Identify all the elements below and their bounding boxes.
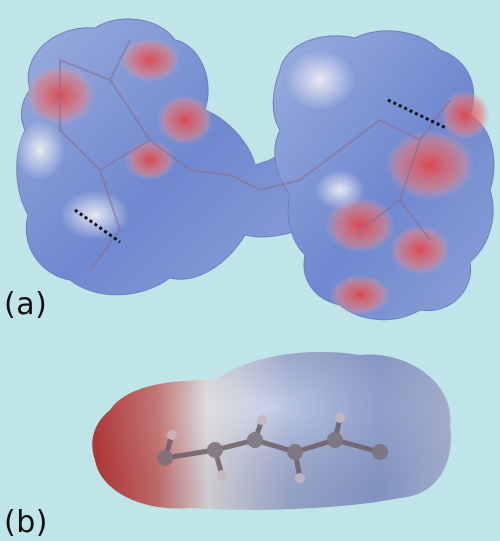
surface-image-b [92, 351, 451, 510]
panel-b: (b) [0, 340, 500, 541]
molecule-chain-b [157, 413, 388, 483]
molecule-skeleton-a [59, 39, 451, 271]
contact-line-right [387, 98, 447, 130]
panel-a: (a) [4, 18, 495, 322]
surface-image-a [15, 18, 495, 321]
panel-label-b: (b) [4, 505, 48, 540]
panel-label-a: (a) [4, 287, 48, 322]
